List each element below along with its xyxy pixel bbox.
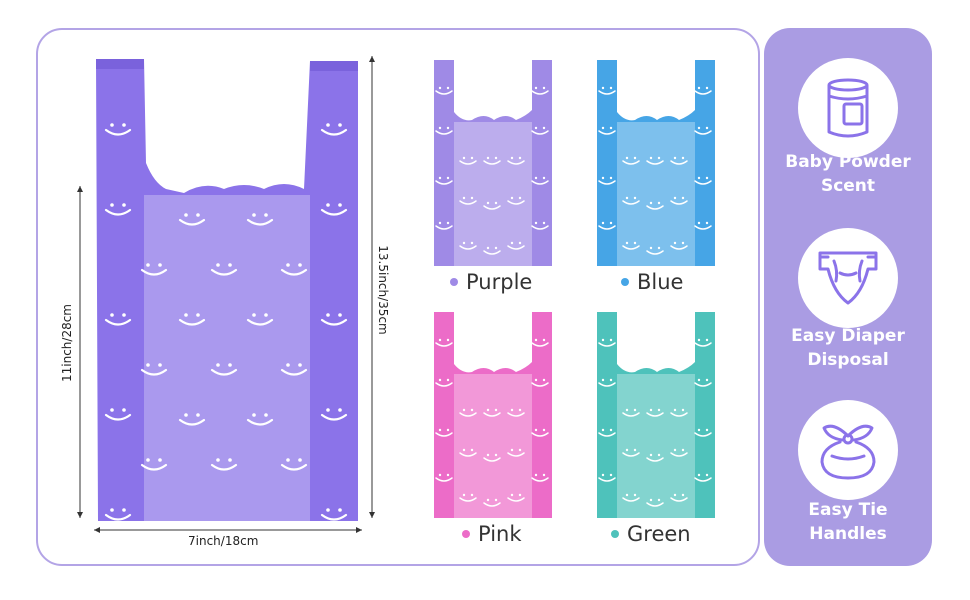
- green-dot: [611, 530, 619, 538]
- feature-powder-circle: [798, 58, 898, 158]
- feature-tie-line1: Easy Tie: [808, 500, 888, 520]
- feature-diaper-line1: Easy Diaper: [791, 326, 905, 346]
- width-label: 7inch/18cm: [188, 534, 259, 548]
- legend-blue-label: Blue: [637, 270, 684, 294]
- height-dimension-line: [77, 186, 83, 518]
- blue-bag-image: [597, 60, 715, 268]
- legend-pink-label: Pink: [478, 522, 522, 546]
- main-bag-image: [96, 59, 358, 521]
- pink-bag-image: [434, 312, 552, 520]
- feature-powder-label: Baby Powder Scent: [768, 150, 928, 198]
- blue-dot: [621, 278, 629, 286]
- full-height-dimension-line: [369, 56, 375, 518]
- feature-diaper-line2: Disposal: [807, 350, 889, 370]
- feature-powder-line1: Baby Powder: [785, 152, 911, 172]
- diaper-icon: [818, 251, 878, 305]
- feature-tie-circle: [798, 400, 898, 500]
- legend-blue: Blue: [621, 270, 683, 294]
- powder-can-icon: [827, 78, 869, 138]
- purple-bag-image: [434, 60, 552, 268]
- legend-pink: Pink: [462, 522, 522, 546]
- green-bag-image: [597, 312, 715, 520]
- full-height-label: 13.5inch/35cm: [376, 245, 390, 335]
- feature-diaper-circle: [798, 228, 898, 328]
- height-label: 11inch/28cm: [60, 304, 74, 383]
- feature-tie-label: Easy Tie Handles: [768, 498, 928, 546]
- legend-purple-label: Purple: [466, 270, 533, 294]
- feature-tie-line2: Handles: [809, 524, 887, 544]
- legend-purple: Purple: [450, 270, 532, 294]
- tied-bag-icon: [820, 424, 876, 480]
- features-panel: Baby Powder Scent Easy Diaper Disposal: [764, 28, 932, 566]
- pink-dot: [462, 530, 470, 538]
- legend-green-label: Green: [627, 522, 691, 546]
- feature-diaper-label: Easy Diaper Disposal: [768, 324, 928, 372]
- purple-dot: [450, 278, 458, 286]
- legend-green: Green: [611, 522, 691, 546]
- feature-powder-line2: Scent: [820, 176, 876, 196]
- width-dimension-line: [94, 527, 362, 533]
